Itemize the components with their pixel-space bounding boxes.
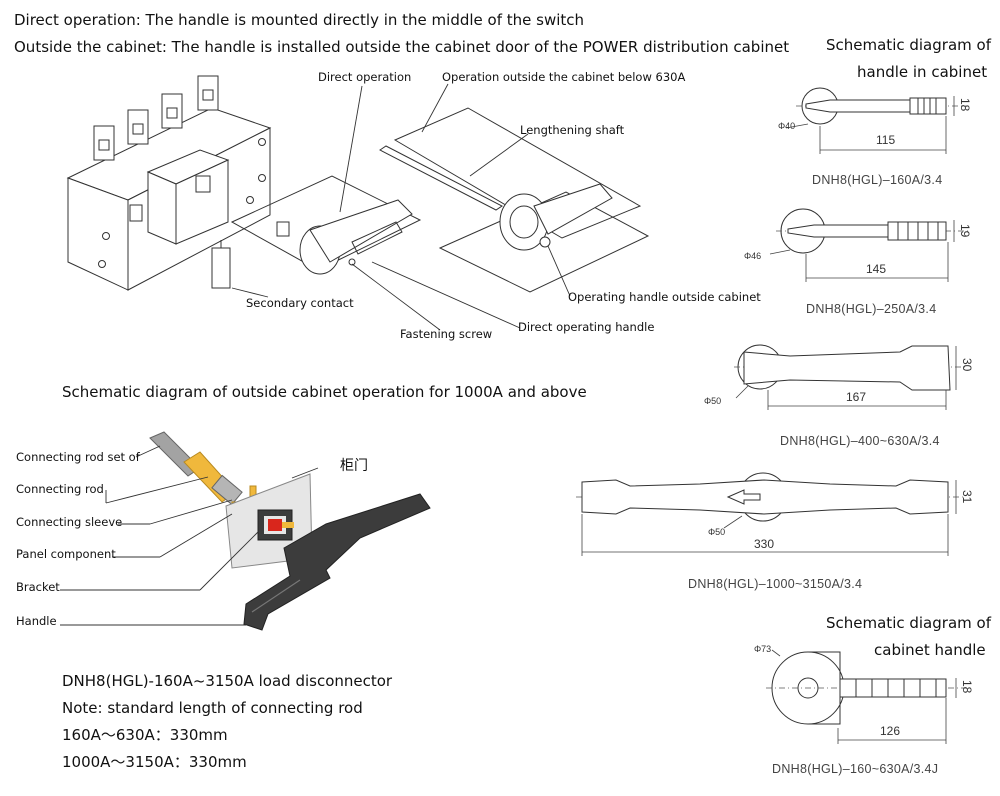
handle-diagram-3 [734, 344, 966, 410]
label-cabinet-door: 柜门 [340, 458, 368, 474]
title-in-cabinet-1: Schematic diagram of [826, 36, 991, 54]
h4-caption: DNH8(HGL)–1000~3150A/3.4 [688, 577, 863, 591]
h4-dia: Φ50 [708, 527, 726, 537]
h5-len: 126 [880, 724, 901, 738]
header-line-1: Direct operation: The handle is mounted … [14, 11, 585, 29]
label-connecting-sleeve: Connecting sleeve [16, 515, 123, 529]
h5-caption: DNH8(HGL)–160~630A/3.4J [772, 762, 939, 776]
handle-diagram-2 [769, 208, 968, 282]
label-direct-operating-handle: Direct operating handle [518, 320, 655, 334]
h2-len: 145 [866, 262, 887, 276]
label-connecting-rod: Connecting rod [16, 482, 104, 496]
label-lengthening-shaft: Lengthening shaft [520, 123, 625, 137]
label-secondary-contact: Secondary contact [246, 296, 354, 310]
h1-caption: DNH8(HGL)–160A/3.4 [812, 173, 943, 187]
h3-h: 30 [960, 358, 974, 372]
lengthening-shaft [379, 145, 503, 211]
h1-dia: Φ40 [778, 121, 796, 131]
handle-diagram-4 [576, 472, 966, 556]
note-rod-length: Note: standard length of connecting rod [62, 699, 363, 717]
note-range-2: 1000A～3150A：330mm [62, 753, 247, 771]
h3-dia: Φ50 [704, 396, 722, 406]
outside-handle [499, 183, 613, 251]
title-cabinet-2: cabinet handle [874, 641, 986, 659]
bottom-diagram-title: Schematic diagram of outside cabinet ope… [62, 383, 587, 401]
h3-caption: DNH8(HGL)–400~630A/3.4 [780, 434, 940, 448]
h2-h: 19 [958, 224, 972, 238]
handle-diagram-1 [785, 87, 968, 154]
h1-len: 115 [876, 133, 896, 147]
label-outside-below-630: Operation outside the cabinet below 630A [442, 70, 686, 84]
label-fastening-screw: Fastening screw [400, 327, 493, 341]
label-handle: Handle [16, 614, 57, 628]
direct-handle [276, 199, 413, 275]
switch-body [66, 75, 272, 291]
label-operating-handle-outside: Operating handle outside cabinet [568, 290, 761, 304]
label-bracket: Bracket [16, 580, 60, 594]
label-panel-component: Panel component [16, 547, 116, 561]
h5-dia: Φ73 [754, 644, 772, 654]
handle-diagram-5 [766, 649, 968, 744]
h4-len: 330 [754, 537, 775, 551]
plate-direct [230, 175, 422, 271]
label-connecting-rod-set: Connecting rod set of [16, 450, 140, 464]
title-in-cabinet-2: handle in cabinet [857, 63, 988, 81]
h2-dia: Φ46 [744, 251, 762, 261]
h5-h: 18 [960, 680, 974, 694]
h3-len: 167 [846, 390, 867, 404]
header-line-2: Outside the cabinet: The handle is insta… [14, 38, 790, 56]
h2-caption: DNH8(HGL)–250A/3.4 [806, 302, 937, 316]
note-product: DNH8(HGL)-160A~3150A load disconnector [62, 672, 393, 690]
h1-h: 18 [958, 98, 972, 112]
title-cabinet-1: Schematic diagram of [826, 614, 991, 632]
h4-h: 31 [960, 490, 974, 504]
note-range-1: 160A～630A：330mm [62, 726, 228, 744]
exploded-assembly [149, 431, 431, 631]
label-direct-operation: Direct operation [318, 70, 412, 84]
